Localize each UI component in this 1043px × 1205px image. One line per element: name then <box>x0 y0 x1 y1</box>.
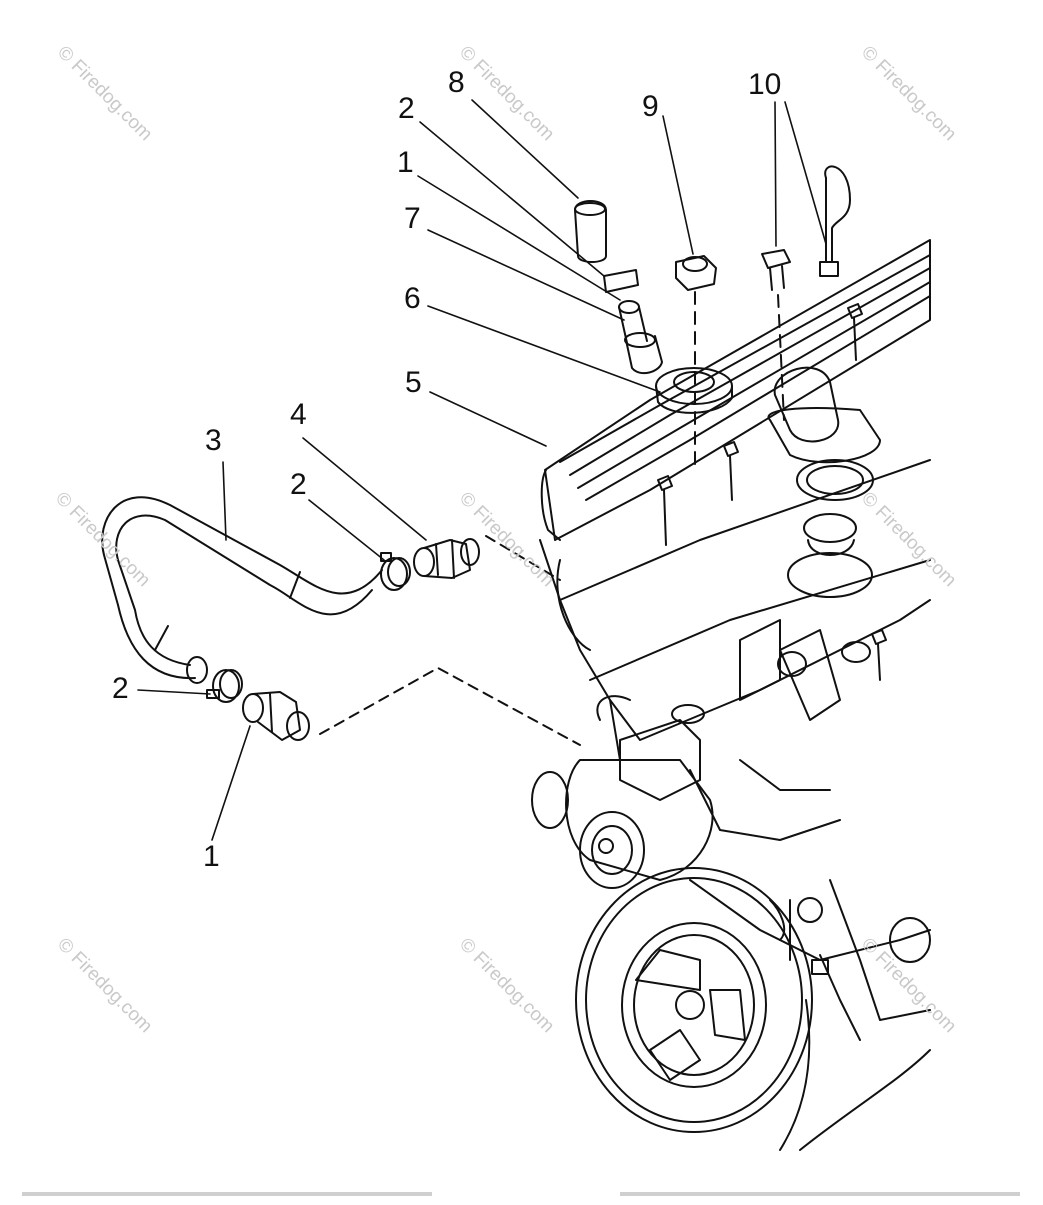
hose-clamp-lower <box>206 669 243 703</box>
fitting-part-7 <box>618 300 663 375</box>
hose-clamp-upper <box>380 552 411 591</box>
callout-leaders <box>137 99 827 841</box>
coolant-hose <box>101 496 383 684</box>
callout-3: 3 <box>205 424 222 457</box>
callout-2-mid: 2 <box>290 468 307 501</box>
callout-9: 9 <box>642 90 659 123</box>
callout-4: 4 <box>290 398 307 431</box>
callout-8: 8 <box>448 66 465 99</box>
footer-rule-right <box>620 1192 1020 1196</box>
hose-fitting-lower <box>242 667 581 746</box>
dipstick <box>819 165 851 277</box>
footer-rule-left <box>22 1192 432 1196</box>
nut-part-9 <box>675 255 717 471</box>
bolt-part-10 <box>761 249 791 421</box>
callout-1-lower: 1 <box>203 840 220 873</box>
callout-2-top: 2 <box>398 92 415 125</box>
callout-10: 10 <box>748 68 782 101</box>
hose-fitting-upper <box>413 535 561 581</box>
callout-2-lower: 2 <box>112 672 129 705</box>
callout-5: 5 <box>405 366 422 399</box>
engine-block <box>531 239 931 1151</box>
callout-6: 6 <box>404 282 421 315</box>
callout-7: 7 <box>404 202 421 235</box>
cap-part-8 <box>574 200 607 263</box>
callout-1-top: 1 <box>397 146 414 179</box>
clamp-part-2-top <box>603 269 639 293</box>
